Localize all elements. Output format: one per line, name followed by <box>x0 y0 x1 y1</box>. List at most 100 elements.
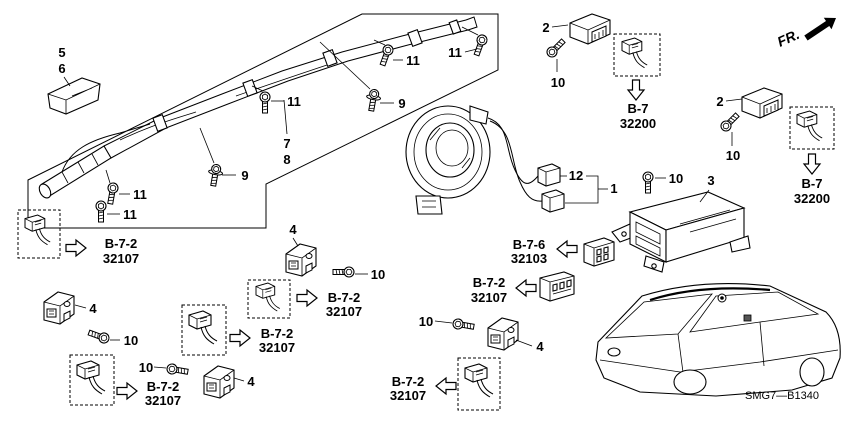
reference-part: 32107 <box>326 304 362 319</box>
callout-10: 10 <box>551 75 565 90</box>
vehicle-illustration <box>595 283 841 397</box>
reference-page: B-7-2 <box>392 374 425 389</box>
callout-9: 9 <box>398 96 405 111</box>
impact-sensor-4 <box>43 291 75 325</box>
arrow-left-icon <box>515 279 537 297</box>
reference-page: B-7-6 <box>513 237 546 252</box>
callout-2: 2 <box>716 94 723 109</box>
callout-11: 11 <box>406 53 420 68</box>
connector-plug <box>464 363 494 398</box>
leader-line <box>153 366 167 369</box>
callout-4: 4 <box>289 222 297 237</box>
arrow-up-right-icon <box>804 17 836 41</box>
connector-detail-box <box>789 106 835 150</box>
reference-label: B-7-2 32107 <box>390 374 426 403</box>
bolt-10 <box>86 327 111 345</box>
impact-sensor-4 <box>487 317 519 351</box>
bolt-10 <box>718 110 742 134</box>
bolt-11 <box>104 181 120 206</box>
reference-label: B-7-2 32107 <box>326 290 362 319</box>
bolt-10 <box>642 171 654 194</box>
reference-part: 32107 <box>471 290 507 305</box>
arrow-right-icon <box>229 329 251 347</box>
reference-label: B-7-2 32107 <box>103 236 139 266</box>
reference-label: B-7-2 32107 <box>259 326 295 355</box>
callout-7: 7 <box>283 136 290 151</box>
callout-6: 6 <box>58 61 65 76</box>
connector-detail-box <box>181 304 227 356</box>
leader-line <box>233 377 245 382</box>
leader-line <box>725 98 743 102</box>
leader-line <box>699 189 710 203</box>
reference-part: 32103 <box>511 251 547 266</box>
direction-label: FR. <box>775 26 802 50</box>
reference-part: 32107 <box>259 340 295 355</box>
callout-11: 11 <box>123 207 137 222</box>
callout-4: 4 <box>536 339 544 354</box>
arrow-right-icon <box>65 239 87 257</box>
arrow-right-icon <box>296 289 318 307</box>
connector-detail-box <box>613 33 661 77</box>
reference-part: 32200 <box>620 116 656 131</box>
callout-11: 11 <box>287 94 301 109</box>
reference-page: B-7-2 <box>328 290 361 305</box>
arrow-left-icon <box>556 240 578 258</box>
callout-11: 11 <box>448 45 462 60</box>
reference-part: 32107 <box>145 393 181 408</box>
side-sensor-2 <box>569 13 611 45</box>
connector-plug <box>188 310 218 345</box>
connector-detail-box <box>17 209 61 259</box>
arrow-down-icon <box>627 79 645 101</box>
connector-detail-box <box>69 354 115 406</box>
callout-12: 12 <box>569 168 583 183</box>
clock-spring <box>405 105 543 215</box>
connector-plug <box>255 282 281 312</box>
leader-line <box>515 339 533 347</box>
connector-12-upper <box>537 163 561 187</box>
bolt-11 <box>471 33 489 58</box>
callout-10: 10 <box>124 333 138 348</box>
flange-bolt-9 <box>363 87 383 113</box>
reference-page: B-7-2 <box>105 236 138 251</box>
inflator-cover <box>47 77 101 115</box>
callout-2: 2 <box>542 20 549 35</box>
arrow-down-icon <box>803 153 821 175</box>
arrow-right-icon <box>116 382 138 400</box>
connector-12-lower <box>541 189 565 213</box>
callout-1: 1 <box>610 181 617 196</box>
callout-9: 9 <box>241 168 248 183</box>
callout-bracket-1 <box>560 175 608 204</box>
connector-b-7-2 <box>539 271 575 302</box>
bolt-11 <box>377 43 395 68</box>
callout-10: 10 <box>371 267 385 282</box>
bolt-10 <box>544 36 568 60</box>
arrow-left-icon <box>435 377 457 395</box>
reference-page: B-7 <box>802 176 823 191</box>
reference-page: B-7-2 <box>473 275 506 290</box>
reference-page: B-7-2 <box>261 326 294 341</box>
connector-plug <box>796 110 823 142</box>
bolt-10 <box>451 317 476 333</box>
bolt-11 <box>259 91 271 114</box>
srs-unit <box>611 191 751 273</box>
connector-detail-box <box>457 357 501 411</box>
leader-line <box>292 237 299 247</box>
callout-4: 4 <box>247 374 255 389</box>
callout-10: 10 <box>139 360 153 375</box>
bolt-10 <box>165 362 190 378</box>
bolt-10 <box>332 266 355 278</box>
reference-label: B-7 32200 <box>620 101 656 131</box>
reference-part: 32200 <box>794 191 830 206</box>
bolt-11 <box>95 200 107 223</box>
curtain-airbag <box>38 16 478 199</box>
flange-bolt-9 <box>205 162 225 188</box>
leader-line <box>434 320 453 324</box>
reference-page: B-7-2 <box>147 379 180 394</box>
reference-part: 32107 <box>103 251 139 266</box>
curtain-leader-lines <box>105 26 479 215</box>
leader-line <box>63 76 71 87</box>
side-sensor-2 <box>741 87 783 119</box>
impact-sensor-4 <box>203 365 235 399</box>
diagram-code: SMG7—B1340 <box>745 390 819 402</box>
